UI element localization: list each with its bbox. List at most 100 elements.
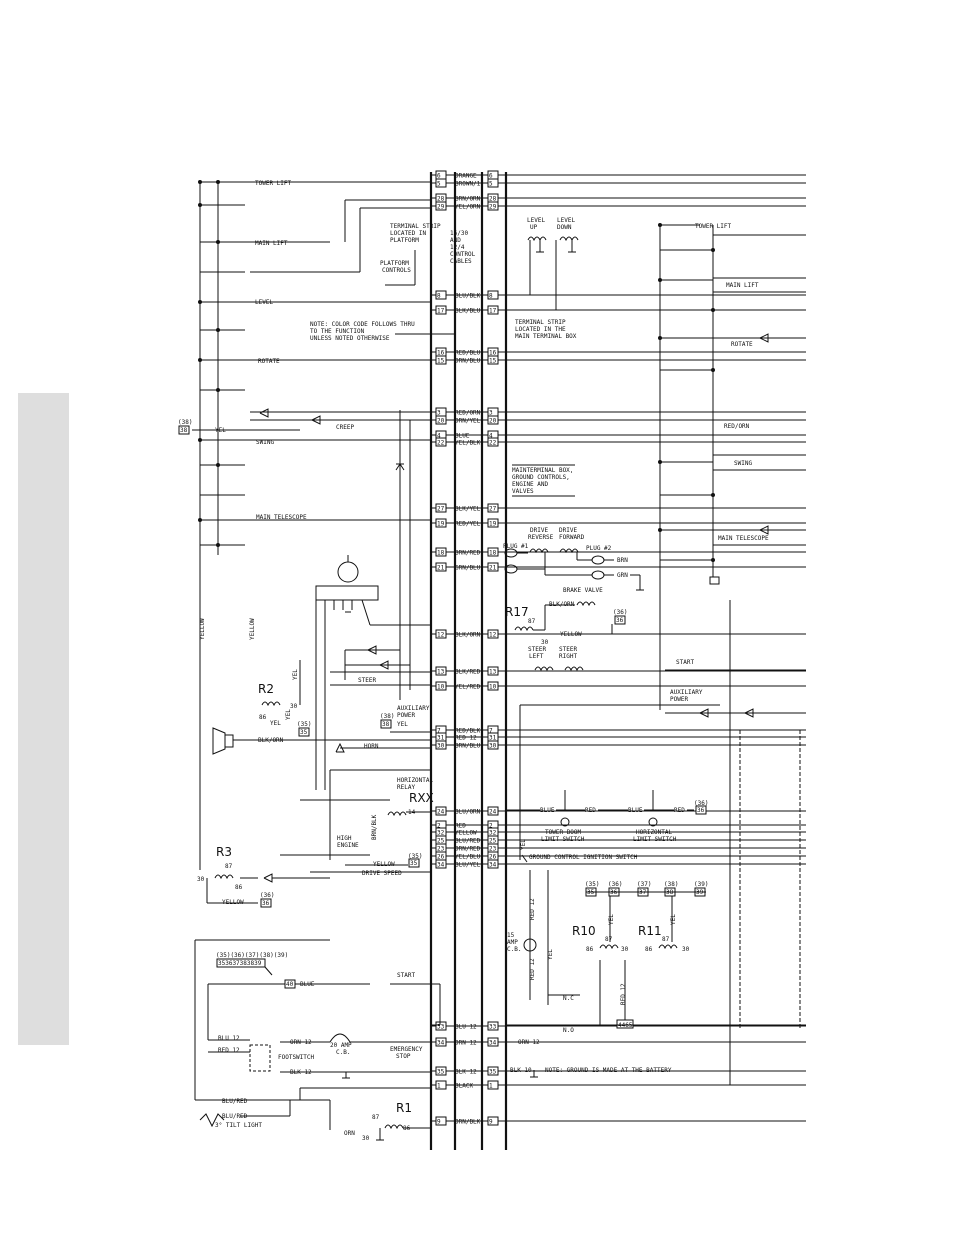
- pin-label: 87: [605, 936, 613, 943]
- horizontal-limit-label: LIMIT SWITCH: [633, 836, 677, 843]
- terminal-number: 35: [489, 1069, 497, 1076]
- note-text: PLATFORM: [380, 260, 409, 267]
- brn-blk-vertical-label: BRN/BLK: [371, 814, 378, 840]
- terminal-number: 26: [489, 854, 497, 861]
- terminal-number: 7: [489, 728, 493, 735]
- red-label: RED: [585, 807, 596, 814]
- brake-valve-r17: BRAKE VALVE BLK/ORN (36) 36 R17 87 30 YE…: [505, 587, 627, 672]
- terminal-box-right: [487, 201, 499, 211]
- yel-vertical-label: YEL: [285, 709, 292, 720]
- bus-ref-label: (36): [608, 881, 622, 888]
- terminal-number: 5: [489, 181, 493, 188]
- emergency-stop-label: EMERGENCY: [390, 1046, 423, 1053]
- level-down-label: LEVEL: [557, 217, 575, 224]
- terminal-number: 34: [437, 1040, 445, 1047]
- note-text: UNLESS NOTED OTHERWISE: [310, 335, 390, 342]
- orn-label: ORN: [344, 1130, 355, 1137]
- blue-label: BLUE: [540, 807, 555, 814]
- terminal-number: 12: [489, 632, 497, 639]
- terminal-box-right: [487, 859, 499, 869]
- drive-reverse-label: DRIVE: [530, 527, 548, 534]
- grn-label: GRN: [617, 572, 628, 579]
- terminal-box-left: [435, 1080, 447, 1090]
- pin-label: 87: [528, 618, 536, 625]
- r2-relay-horn: R2 86 30 YEL (35) 35 BLK/ORN HORN (38) 3…: [212, 660, 431, 755]
- ref38-label: (38): [178, 419, 192, 426]
- terminal-box-left: [435, 1021, 447, 1031]
- terminal-number: 19: [437, 521, 445, 528]
- terminal-box-right: [487, 178, 499, 188]
- footswitch-label: FOOTSWITCH: [278, 1054, 315, 1061]
- terminal-number: 17: [489, 308, 497, 315]
- terminal-wire-label: RED/BLU: [455, 350, 481, 357]
- cb15-label: 15: [507, 932, 515, 939]
- terminal-number: 30: [437, 743, 445, 750]
- note-text: TERMINAL STRIP: [515, 319, 566, 326]
- level-up-label: UP: [530, 224, 538, 231]
- terminal-number: 21: [489, 565, 497, 572]
- steer-right-label: STEER: [559, 646, 577, 653]
- terminal-wire-label: YEL/ORN: [455, 204, 481, 211]
- terminal-wire-label: YEL/RED: [455, 684, 481, 691]
- horn-wire-label: BLK/ORN: [258, 737, 284, 744]
- bus-ref-label: (38): [664, 881, 678, 888]
- terminal-number: 27: [437, 506, 445, 513]
- cb15-label: C.B.: [507, 946, 521, 953]
- aux-power-label: AUXILIARY: [397, 705, 430, 712]
- ref35-label: (35): [297, 721, 311, 728]
- steer-right-label: RIGHT: [559, 653, 577, 660]
- left-labels: TOWER LIFT MAIN LIFT LEVEL ROTATE SWING …: [178, 180, 577, 521]
- pin-label: 87: [662, 936, 670, 943]
- terminal-number: 33: [489, 1024, 497, 1031]
- tilt-light-label: 3° TILT LIGHT: [215, 1122, 262, 1129]
- start-label: START: [397, 972, 415, 979]
- swing-label: SWING: [256, 439, 274, 446]
- terminal-box-right: [487, 518, 499, 528]
- red12-vertical-label: RED 12: [620, 983, 627, 1005]
- r1-label: R1: [396, 1101, 412, 1115]
- brn-label: BRN: [617, 557, 628, 564]
- ref35-label: (35): [408, 853, 422, 860]
- horn-label: HORN: [364, 743, 379, 750]
- terminal-box-left: [435, 629, 447, 639]
- terminal-box-left: [435, 178, 447, 188]
- terminal-number: 35: [437, 1069, 445, 1076]
- terminal-number: 34: [437, 862, 445, 869]
- terminal-wire-label: BRN/RED: [455, 550, 481, 557]
- drive-reverse-label: REVERSE: [528, 534, 554, 541]
- plug2-label: PLUG #2: [586, 545, 612, 552]
- terminal-wire-label: BLACK: [455, 1083, 473, 1090]
- pin-label: 86: [259, 714, 267, 721]
- terminal-wire-label: BLK/RED: [455, 669, 481, 676]
- terminal-box-right: [487, 740, 499, 750]
- terminal-box-right: [487, 355, 499, 365]
- bus-ref-label: (35): [585, 881, 599, 888]
- blu-red-label: BLU/RED: [222, 1098, 248, 1105]
- terminal-number: 4: [489, 433, 493, 440]
- terminal-wire-label: YELLOW: [455, 830, 477, 837]
- note-text: CABLES: [450, 258, 472, 265]
- terminal-wire-label: YEL/BLU: [455, 854, 481, 861]
- terminal-number: 34: [489, 862, 497, 869]
- terminal-wire-label: RED/BLK: [455, 728, 481, 735]
- yel-label: YEL: [215, 427, 226, 434]
- aux-power-label: AUXILIARY: [670, 689, 703, 696]
- red-orn-right-label: RED/ORN: [724, 423, 750, 430]
- terminal-number: 34: [489, 1040, 497, 1047]
- terminal-number: 22: [437, 440, 445, 447]
- terminal-wire-label: RED: [455, 823, 466, 830]
- terminal-wire-label: BLU/BLK: [455, 293, 481, 300]
- r3-relay: R3 30 87 86 YELLOW (36) 36: [197, 845, 330, 908]
- ref36-box: 36: [262, 900, 270, 907]
- terminal-wire-label: BLK/YEL: [455, 506, 481, 513]
- left-switch-column: [192, 180, 431, 870]
- terminal-wire-label: BLUE: [455, 433, 470, 440]
- bottom-right-circuit: ORN 12 BLK 10 NOTE: GROUND IS MADE AT TH…: [506, 600, 806, 1122]
- terminal-box-left: [435, 740, 447, 750]
